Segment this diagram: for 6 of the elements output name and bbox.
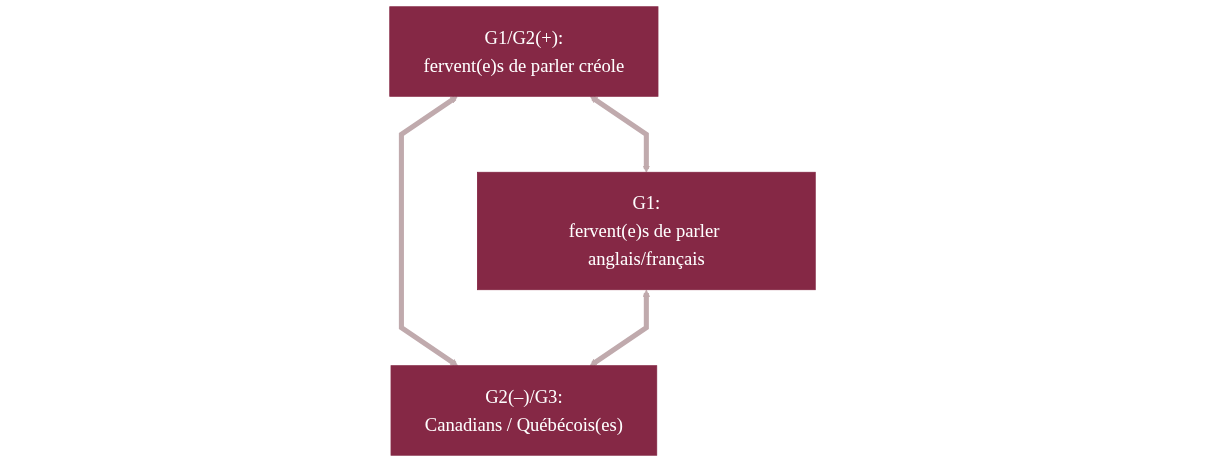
arrow — [590, 96, 651, 173]
arrow — [399, 96, 459, 367]
node-box: G1: fervent(e)s de parler anglais/français — [477, 171, 817, 291]
arrow — [590, 289, 651, 367]
node-box: G1/G2(+): fervent(e)s de parler créole — [389, 6, 659, 97]
node-box: G2(–)/G3: Canadians / Québécois(es) — [391, 365, 658, 456]
